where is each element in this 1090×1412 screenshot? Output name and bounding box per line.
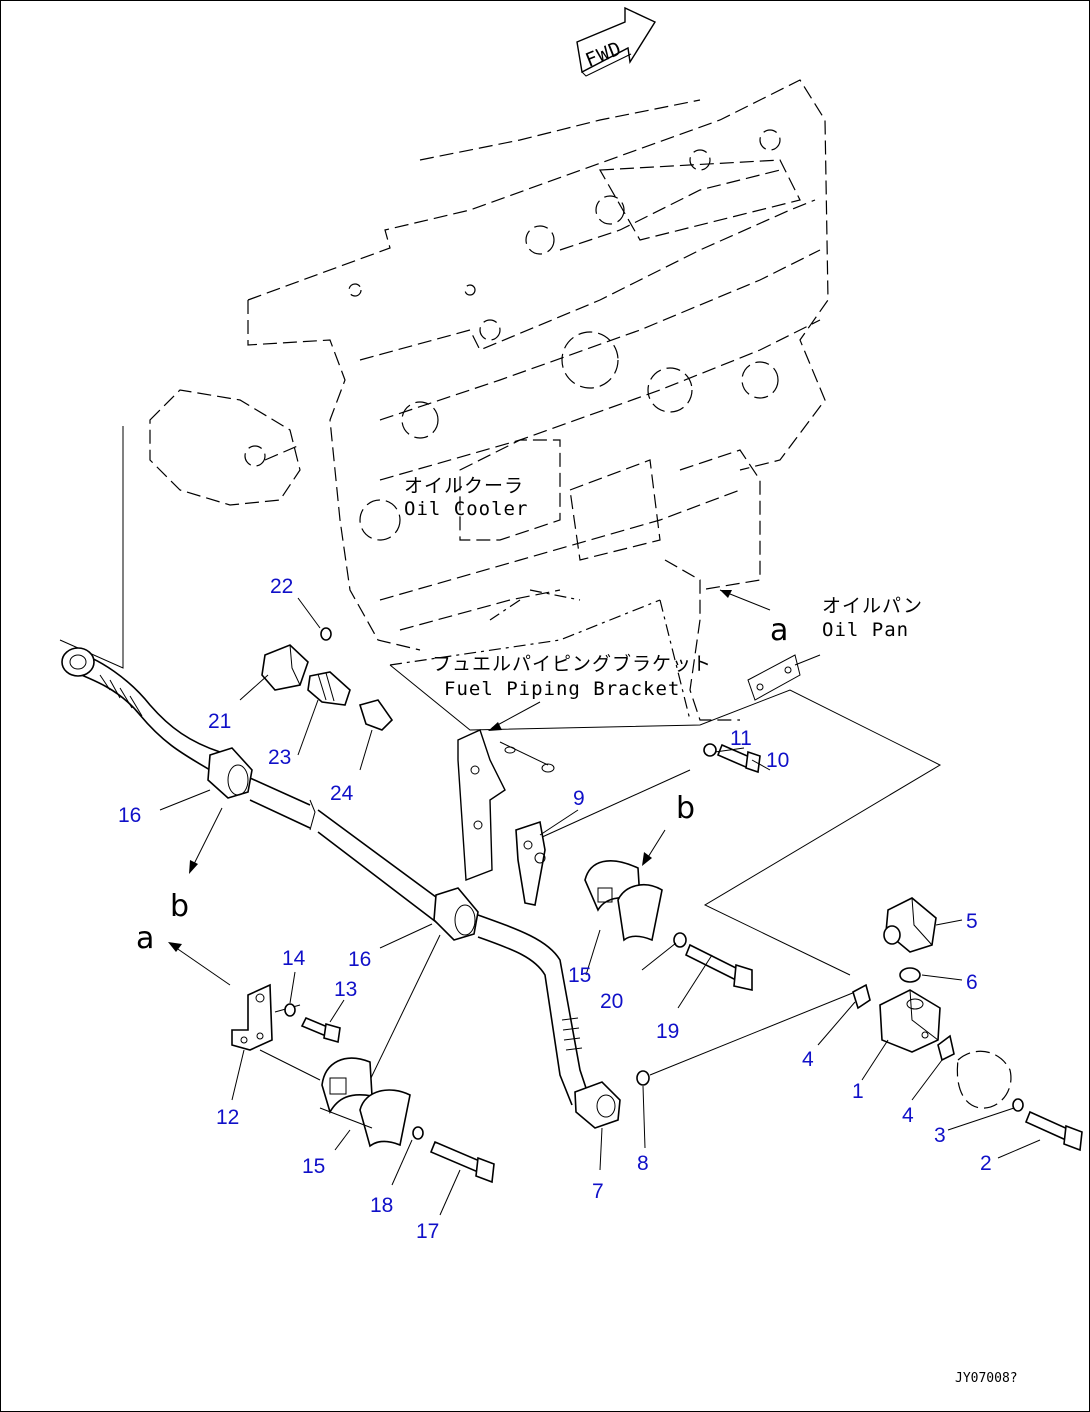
callout-22: 22 [270,575,293,598]
elbow-5 [883,897,937,953]
callout-7: 7 [592,1180,604,1203]
fuel-bracket-label-jp: フュエルパイピングブラケット [432,652,712,675]
arrow-a-lower [168,942,231,986]
callout-5: 5 [966,910,978,933]
adapter-23 [307,671,351,706]
washer-20 [673,932,687,948]
callout-24: 24 [330,782,354,805]
callout-15-lower: 15 [302,1155,325,1178]
callout-6: 6 [966,971,978,994]
elbow-24 [358,699,394,731]
sensor-22 [320,627,332,641]
oil-cooler-label-en: Oil Cooler [404,498,528,520]
callout-2: 2 [980,1152,992,1175]
clamp-15-upper [584,860,663,942]
clamp-15-lower [319,1057,411,1148]
arrow-b-upper [642,829,666,866]
callout-15-upper: 15 [568,964,591,987]
callout-8: 8 [637,1152,649,1175]
bracket-12 [231,983,273,1051]
drawing-code: JY07008? [955,1371,1018,1386]
bolt-13 [300,1016,341,1044]
starter-motor-outline [59,389,301,669]
oil-cooler-label-jp: オイルクーラ [404,475,524,497]
callout-17: 17 [416,1220,439,1243]
callout-12: 12 [216,1106,239,1129]
callout-16-left: 16 [118,804,141,827]
callout-leaders [159,597,1041,1216]
washer-11 [703,743,717,757]
callout-21: 21 [208,710,231,733]
callout-10: 10 [766,749,789,772]
oil-pan-bracket [747,654,821,701]
bolt-19 [684,943,753,991]
callout-19: 19 [656,1020,679,1043]
sensor-21 [261,644,309,691]
callout-4-right: 4 [902,1104,914,1127]
callout-9: 9 [573,787,585,810]
callout-14: 14 [282,947,306,970]
callout-23: 23 [268,746,291,769]
gasket-4-right [937,1034,955,1062]
callout-3: 3 [934,1124,946,1147]
ref-letter-b-upper: b [676,791,695,826]
bolt-2 [1024,1110,1083,1152]
arrow-a-upper [719,589,771,611]
fuel-bracket-label-en: Fuel Piping Bracket [444,678,680,700]
oil-pan-label-en: Oil Pan [822,619,909,641]
o-ring-6 [899,967,921,983]
connector-block-1 [879,989,941,1053]
fwd-label: FWD [582,37,625,71]
gasket-4-left [852,983,871,1010]
callout-4-left: 4 [802,1048,814,1071]
bracket-9 [515,820,546,906]
washer-14 [284,1003,296,1017]
arrow-fuel-bracket [488,701,541,731]
oil-tube-assembly [61,647,621,1129]
oil-pan-label-jp: オイルパン [822,595,923,617]
callout-18: 18 [370,1194,393,1217]
callout-1: 1 [852,1080,864,1103]
bolt-17 [429,1140,495,1184]
fwd-arrow-icon: FWD [576,6,657,77]
ref-letter-b-lower: b [170,889,189,924]
ref-letter-a-lower: a [136,921,154,956]
callout-11: 11 [730,727,752,750]
washer-3 [1012,1098,1024,1112]
washer-18 [412,1126,424,1140]
ref-letter-a-upper: a [770,613,788,648]
callout-20: 20 [600,990,623,1013]
callout-16-right: 16 [348,948,371,971]
arrow-b-lower [189,807,223,874]
reference-lines [259,589,942,1081]
o-ring-8 [636,1070,650,1086]
fuel-piping-bracket [457,729,555,881]
callout-13: 13 [334,978,357,1001]
filter-outline [956,1050,1012,1109]
engine-block-outline [247,79,829,721]
